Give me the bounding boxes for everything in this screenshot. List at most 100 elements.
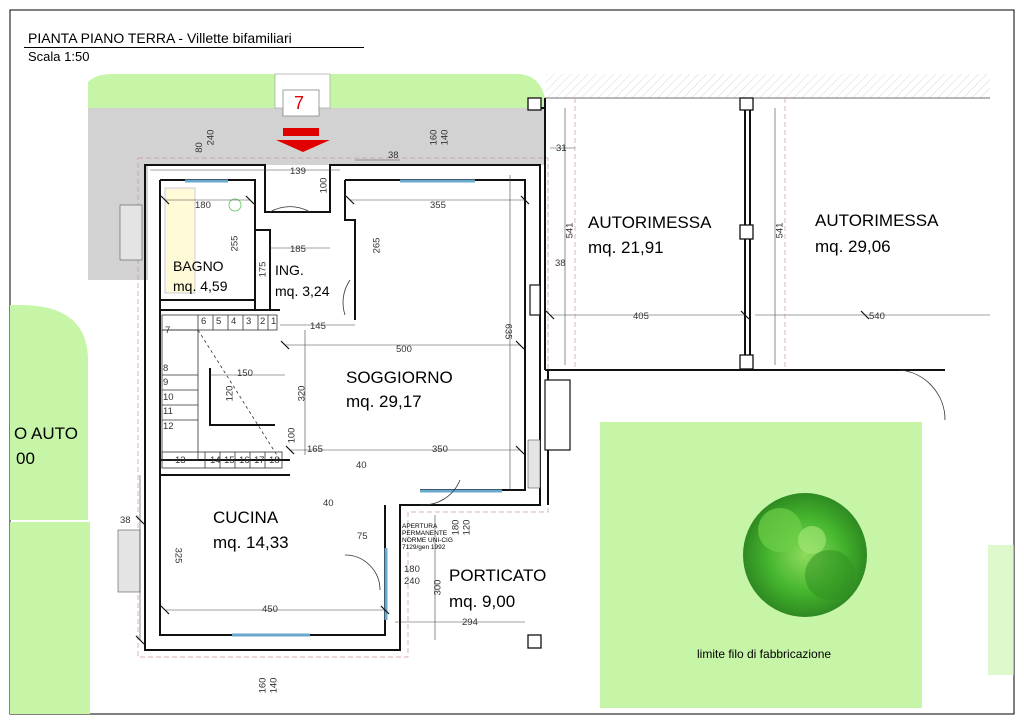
room-name-autorimessa-2: AUTORIMESSA (815, 211, 939, 230)
dim-label: 350 (432, 444, 448, 455)
stair-step: 11 (163, 406, 173, 417)
room-area-cucina: mq. 14,33 (213, 533, 289, 552)
stair-step: 4 (231, 316, 237, 327)
pillar-6 (529, 284, 541, 316)
grass-top-left (88, 74, 275, 108)
stair-step: 18 (269, 455, 280, 466)
dim-label: 240 (404, 576, 420, 587)
dim-label: 160 (257, 677, 269, 694)
dim-label: 120 (461, 519, 473, 536)
dim-label: 38 (388, 150, 399, 161)
arrow-bar (283, 128, 319, 136)
note-apertura-1: APERTURA (402, 523, 438, 530)
pillar-2 (739, 97, 754, 111)
room-area-autorimessa-1: mq. 21,91 (588, 238, 664, 257)
dim-label: 180 (404, 564, 420, 575)
note-apertura-2: PERMANENTE (402, 530, 448, 537)
stair-step: 5 (216, 316, 222, 327)
entrance-number-box (282, 89, 320, 117)
stair-step: 6 (201, 316, 207, 327)
lot-lines (137, 98, 786, 658)
radiators (117, 204, 541, 593)
dim-label: 255 (229, 235, 241, 252)
staircase (161, 314, 283, 469)
room-area-bagno: mq. 4,59 (173, 278, 228, 294)
dim-label: 38 (555, 258, 566, 269)
dim-label: 165 (307, 444, 323, 455)
stair-step: 16 (239, 455, 250, 466)
drawing-scale: Scala 1:50 (28, 49, 90, 64)
dim-label: 635 (502, 323, 514, 340)
pillar-3 (739, 224, 754, 240)
note-apertura-4: 7129/gen 1992 (402, 544, 446, 551)
room-area-soggiorno: mq. 29,17 (346, 392, 422, 411)
stair-step: 12 (163, 421, 174, 432)
dim-label: 140 (268, 677, 280, 694)
dim-label: 150 (237, 368, 253, 379)
stair-step: 9 (163, 377, 169, 388)
entrance-number: 7 (294, 93, 305, 113)
dim-label: 160 (428, 129, 440, 146)
dim-label: 80 (193, 142, 205, 153)
dim-label: 38 (120, 515, 131, 526)
dim-label: 100 (318, 177, 330, 194)
dim-label: 240 (205, 129, 217, 146)
dim-label: 139 (290, 166, 306, 177)
dimension-ticks (135, 195, 870, 645)
tree-icon (743, 493, 867, 617)
dim-label: 541 (774, 222, 786, 239)
grass-right-strip (988, 545, 1014, 675)
dim-label: 100 (286, 427, 298, 444)
windows (185, 179, 502, 637)
stair-step: 2 (260, 316, 266, 327)
stair-step: 1 (271, 316, 277, 327)
entrance-arrow-icon (276, 140, 330, 152)
dim-label: 120 (224, 385, 236, 402)
hatch-zone (545, 74, 990, 98)
dim-label: 185 (290, 244, 306, 255)
room-area-ingresso: mq. 3,24 (275, 283, 330, 299)
dim-label: 300 (432, 579, 444, 596)
stair-step: 14 (210, 455, 221, 466)
room-name-soggiorno: SOGGIORNO (346, 368, 453, 387)
stair-step: 10 (163, 392, 174, 403)
room-area-porticato: mq. 9,00 (449, 592, 516, 611)
note-limite: limite filo di fabbricazione (697, 647, 832, 661)
room-name-porticato: PORTICATO (449, 566, 547, 585)
sink-icon (228, 198, 242, 212)
dim-label: 540 (869, 311, 885, 322)
dim-label: 294 (462, 617, 478, 628)
room-name-cucina: CUCINA (213, 508, 279, 527)
paving-entrance (88, 108, 545, 165)
pillar-1 (527, 97, 542, 111)
dim-label: 450 (262, 604, 278, 615)
stair-step: 13 (175, 455, 186, 466)
stair-step: 7 (165, 325, 171, 336)
drawing-title: PIANTA PIANO TERRA - Villette bifamiliar… (28, 30, 292, 46)
dimension-lines (139, 108, 990, 640)
room-name-bagno: BAGNO (173, 258, 224, 274)
dim-label: 320 (296, 385, 308, 402)
room-area-posto-auto: 00 (16, 449, 35, 468)
doors (269, 206, 946, 591)
pillar-5 (527, 634, 542, 649)
stair-step: 15 (224, 455, 235, 466)
note-apertura-3: NORME UNI-CIG (402, 537, 453, 544)
room-name-autorimessa-1: AUTORIMESSA (588, 213, 712, 232)
dim-label: 31 (556, 143, 567, 154)
dim-label: 40 (323, 498, 334, 509)
dim-label: 75 (357, 531, 368, 542)
room-name-ingresso: ING. (275, 262, 304, 278)
pillar-7 (544, 379, 571, 451)
grass-top-middle (330, 74, 545, 108)
dim-label: 355 (430, 200, 446, 211)
bathroom-fixtures (164, 187, 196, 294)
dim-label: 175 (257, 261, 269, 278)
room-name-posto-auto: O AUTO (14, 424, 78, 443)
pillar-4 (739, 354, 754, 370)
title-underline (24, 47, 364, 48)
dim-label: 140 (439, 129, 451, 146)
grass-left (10, 305, 88, 520)
dim-label: 265 (371, 237, 383, 254)
